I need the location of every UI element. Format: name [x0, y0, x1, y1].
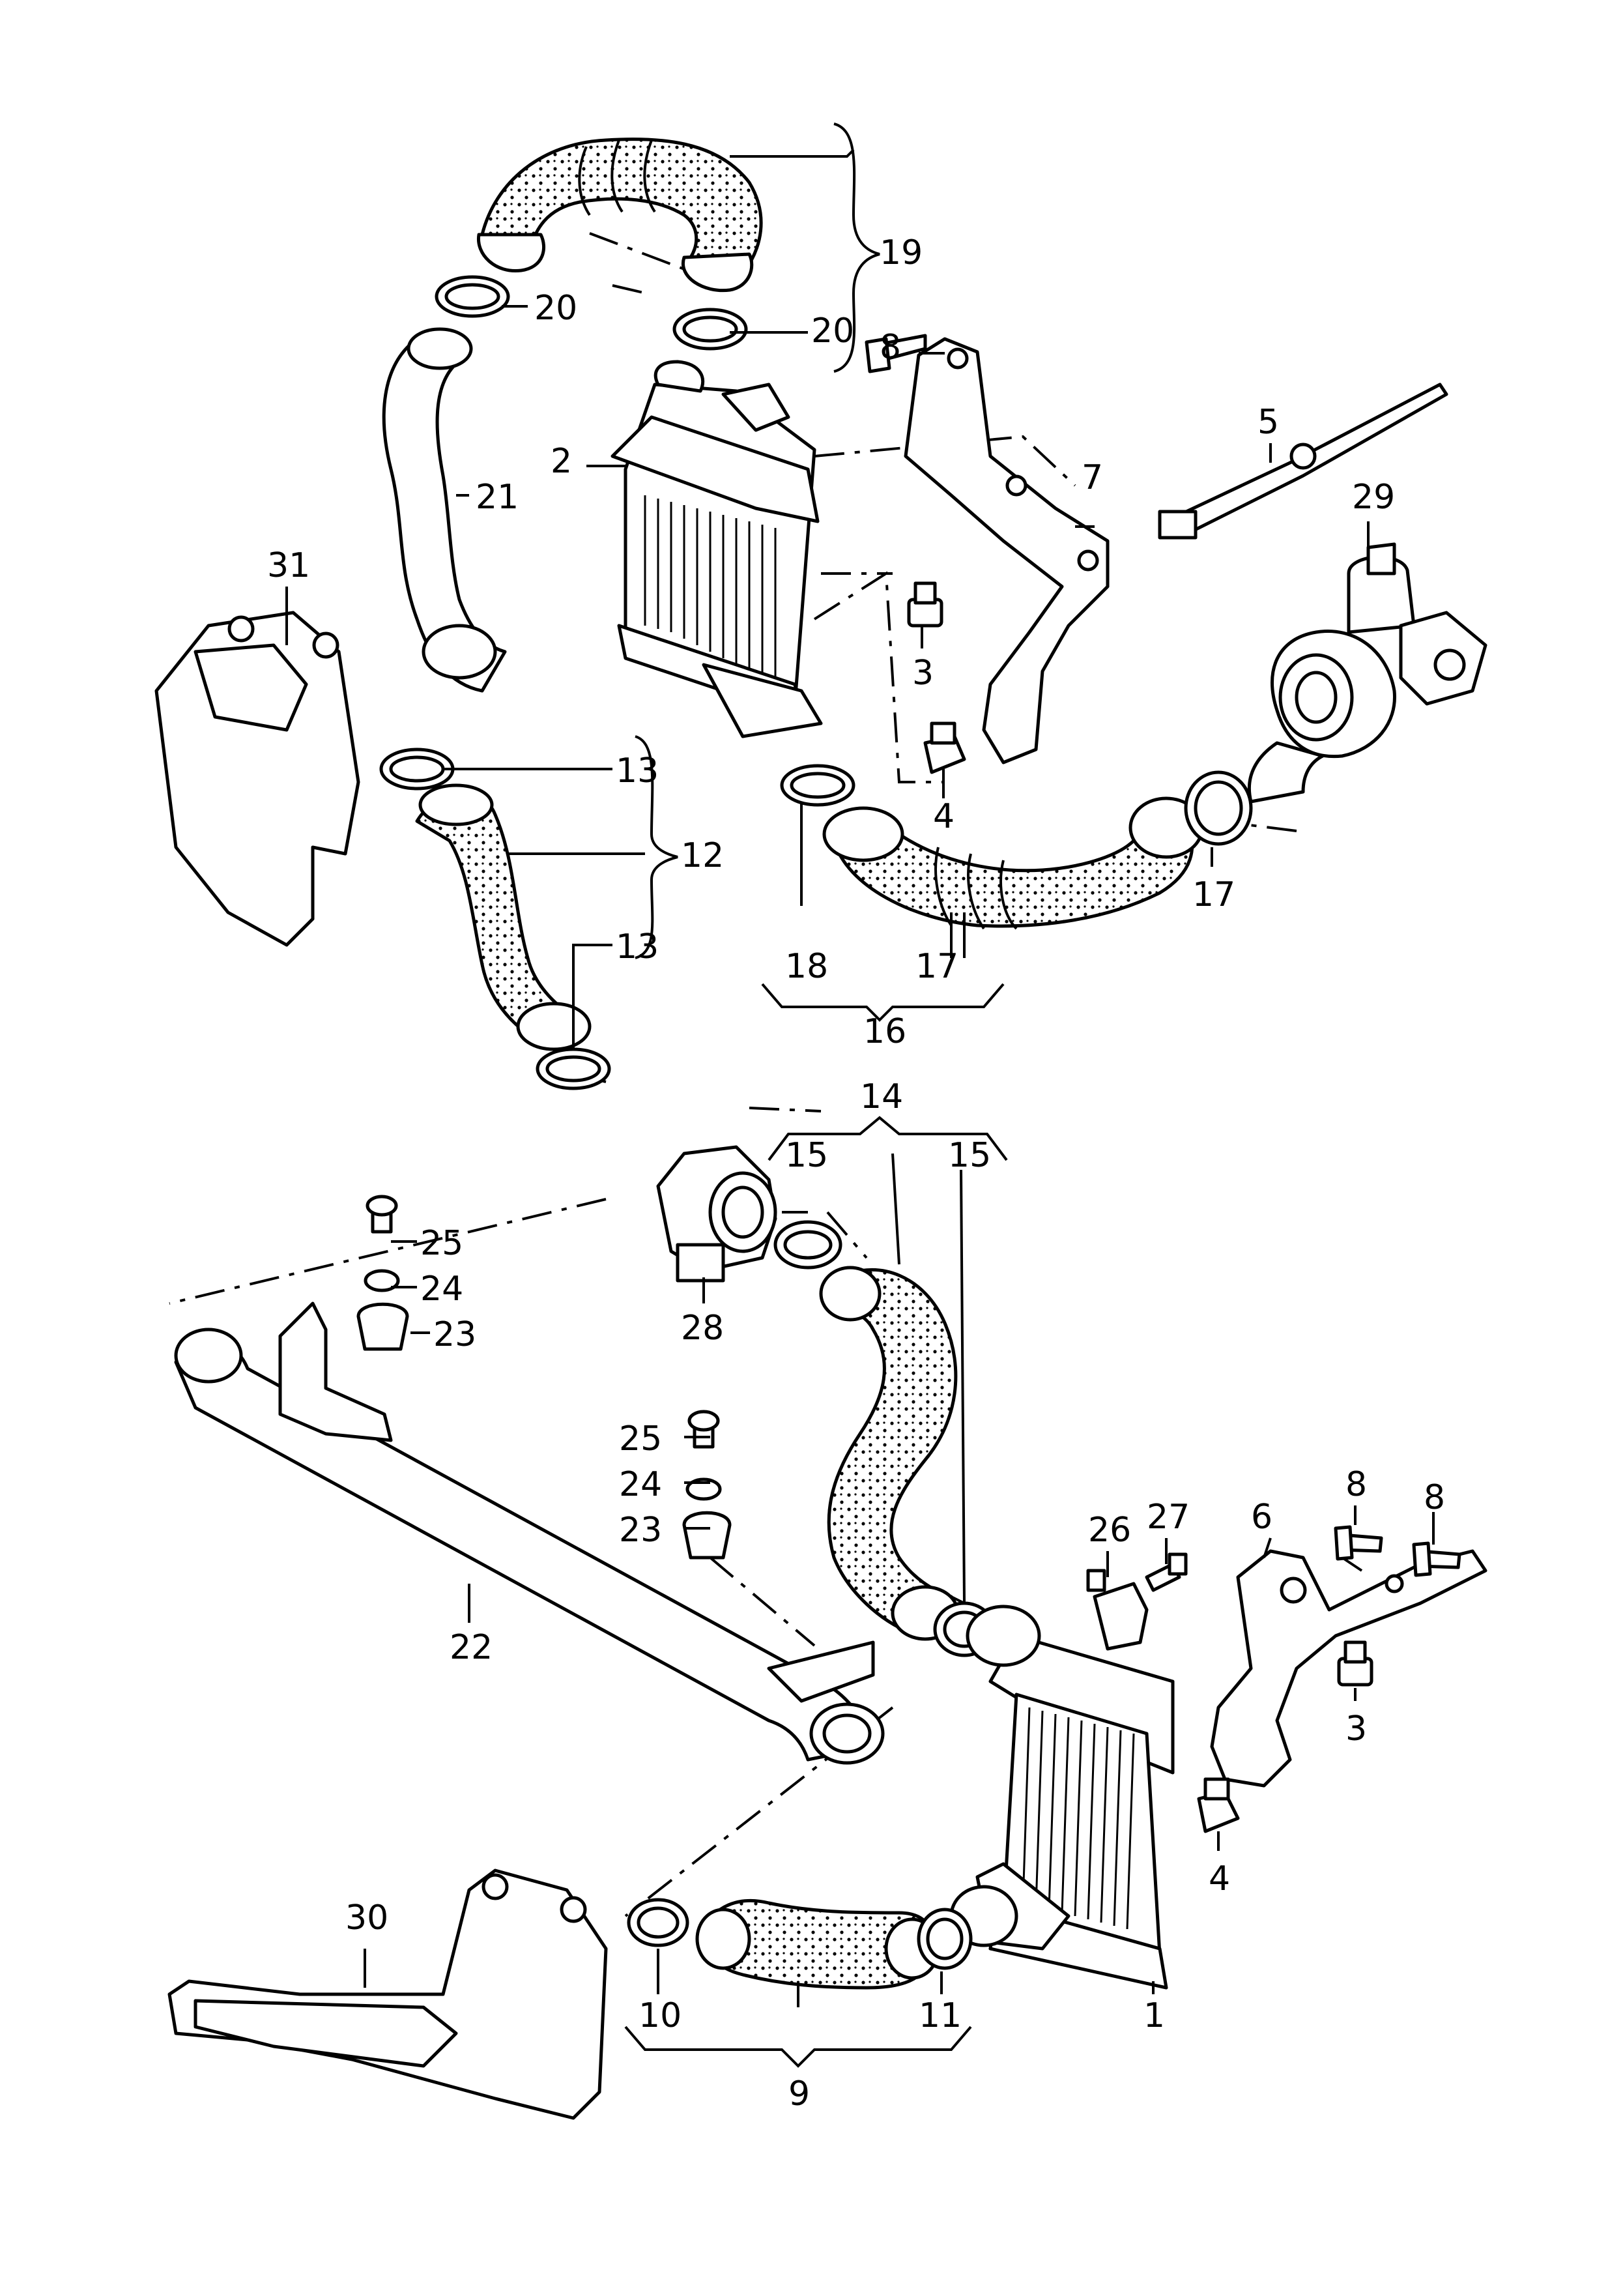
grommet-4-upper: [923, 721, 966, 774]
callout-28: 28: [681, 1309, 724, 1348]
air-guide-30: [167, 1868, 608, 2120]
callout-8-lower-right: 8: [1424, 1478, 1445, 1517]
callout-19: 19: [880, 233, 923, 272]
charge-air-hose-12: [415, 783, 592, 1051]
callout-13-lower: 13: [616, 927, 659, 966]
callout-12: 12: [681, 836, 724, 875]
hose-clamp-11: [917, 1908, 973, 1970]
callout-8-upper: 8: [880, 328, 901, 367]
callout-3-upper: 3: [912, 654, 934, 693]
callout-31: 31: [267, 546, 310, 585]
hose-clamp-13-lower: [536, 1047, 611, 1090]
charge-air-pipe-21: [382, 327, 507, 693]
hose-clamp-17: [1184, 770, 1253, 846]
hose-clamp-20-left: [435, 275, 510, 318]
callout-21: 21: [476, 478, 519, 517]
grommet-23-upper: [356, 1302, 409, 1351]
callout-26: 26: [1088, 1511, 1131, 1550]
callout-15-right: 15: [948, 1136, 991, 1175]
sensor-26: [1086, 1569, 1149, 1651]
charge-air-hose-14: [819, 1266, 960, 1641]
cable-tie-5: [1158, 383, 1448, 540]
callout-22: 22: [450, 1628, 493, 1667]
intercooler-lower: [949, 1605, 1175, 1990]
callout-17-lower: 17: [915, 947, 958, 986]
callout-6: 6: [1251, 1498, 1272, 1537]
charge-air-hose-upper: [476, 138, 763, 293]
throttle-body-28: [656, 1145, 777, 1283]
callout-25-lower: 25: [619, 1419, 662, 1459]
callout-13-upper: 13: [616, 751, 659, 791]
callout-25-upper: 25: [420, 1224, 463, 1263]
callout-18: 18: [785, 947, 828, 986]
callout-1: 1: [1143, 1996, 1165, 2035]
grommet-4-lower: [1197, 1777, 1240, 1833]
callout-labels: 19 20 20 8 2 21 5 7 29 31 3 4 13 12 13 1…: [267, 233, 1445, 2114]
callout-2: 2: [551, 442, 572, 481]
callout-10: 10: [639, 1996, 682, 2035]
nut-3-lower: [1337, 1640, 1373, 1687]
callout-14: 14: [860, 1077, 903, 1116]
washer-24-lower: [685, 1477, 722, 1501]
callout-17-right: 17: [1192, 875, 1235, 914]
callout-29: 29: [1352, 478, 1395, 517]
washer-24-upper: [364, 1269, 400, 1292]
intercooler-upper: [610, 360, 823, 738]
charge-air-hose-16: [822, 796, 1204, 930]
bolt-25-lower: [687, 1410, 720, 1449]
charge-air-pipe-22: [174, 1301, 885, 1765]
callout-7: 7: [1082, 458, 1103, 497]
callout-15-left: 15: [785, 1136, 828, 1175]
leader-lines: [285, 149, 1435, 2007]
bolt-8-lower-right: [1412, 1541, 1461, 1577]
callout-24-lower: 24: [619, 1465, 662, 1504]
callout-11: 11: [919, 1996, 962, 2035]
hose-clamp-15-upper: [773, 1220, 842, 1270]
callout-16: 16: [863, 1012, 906, 1051]
callout-20-right: 20: [811, 312, 854, 351]
turbocharger-29: [1247, 542, 1487, 804]
callout-30: 30: [345, 1898, 388, 1938]
air-guide-31: [154, 611, 360, 947]
hose-clamp-10: [627, 1898, 689, 1947]
bracket-7: [904, 337, 1110, 764]
callout-4-upper: 4: [933, 797, 955, 836]
hose-clamp-18: [780, 764, 855, 807]
bolt-8-upper: [865, 334, 927, 373]
nut-3-upper: [907, 581, 943, 628]
callout-3-lower: 3: [1345, 1709, 1367, 1749]
callout-4-lower: 4: [1209, 1859, 1230, 1898]
screw-27: [1145, 1552, 1188, 1592]
callout-24-upper: 24: [420, 1270, 463, 1309]
callout-20-left: 20: [534, 289, 577, 328]
callout-27: 27: [1147, 1498, 1190, 1537]
callout-9: 9: [788, 2074, 810, 2114]
hose-clamp-13-upper: [379, 748, 455, 791]
callout-23-lower: 23: [619, 1511, 662, 1550]
grommet-23-lower: [682, 1511, 732, 1560]
bracket-6: [1210, 1549, 1487, 1788]
bolt-8-lower-left: [1334, 1525, 1383, 1561]
hose-clamp-20-right: [672, 308, 748, 351]
bolt-25-upper: [366, 1195, 398, 1234]
callout-8-lower-left: 8: [1345, 1465, 1367, 1504]
charge-air-hose-9: [695, 1898, 940, 1990]
group-braces: [624, 123, 1008, 2068]
callout-23-upper: 23: [433, 1315, 476, 1354]
callout-5: 5: [1257, 403, 1279, 442]
